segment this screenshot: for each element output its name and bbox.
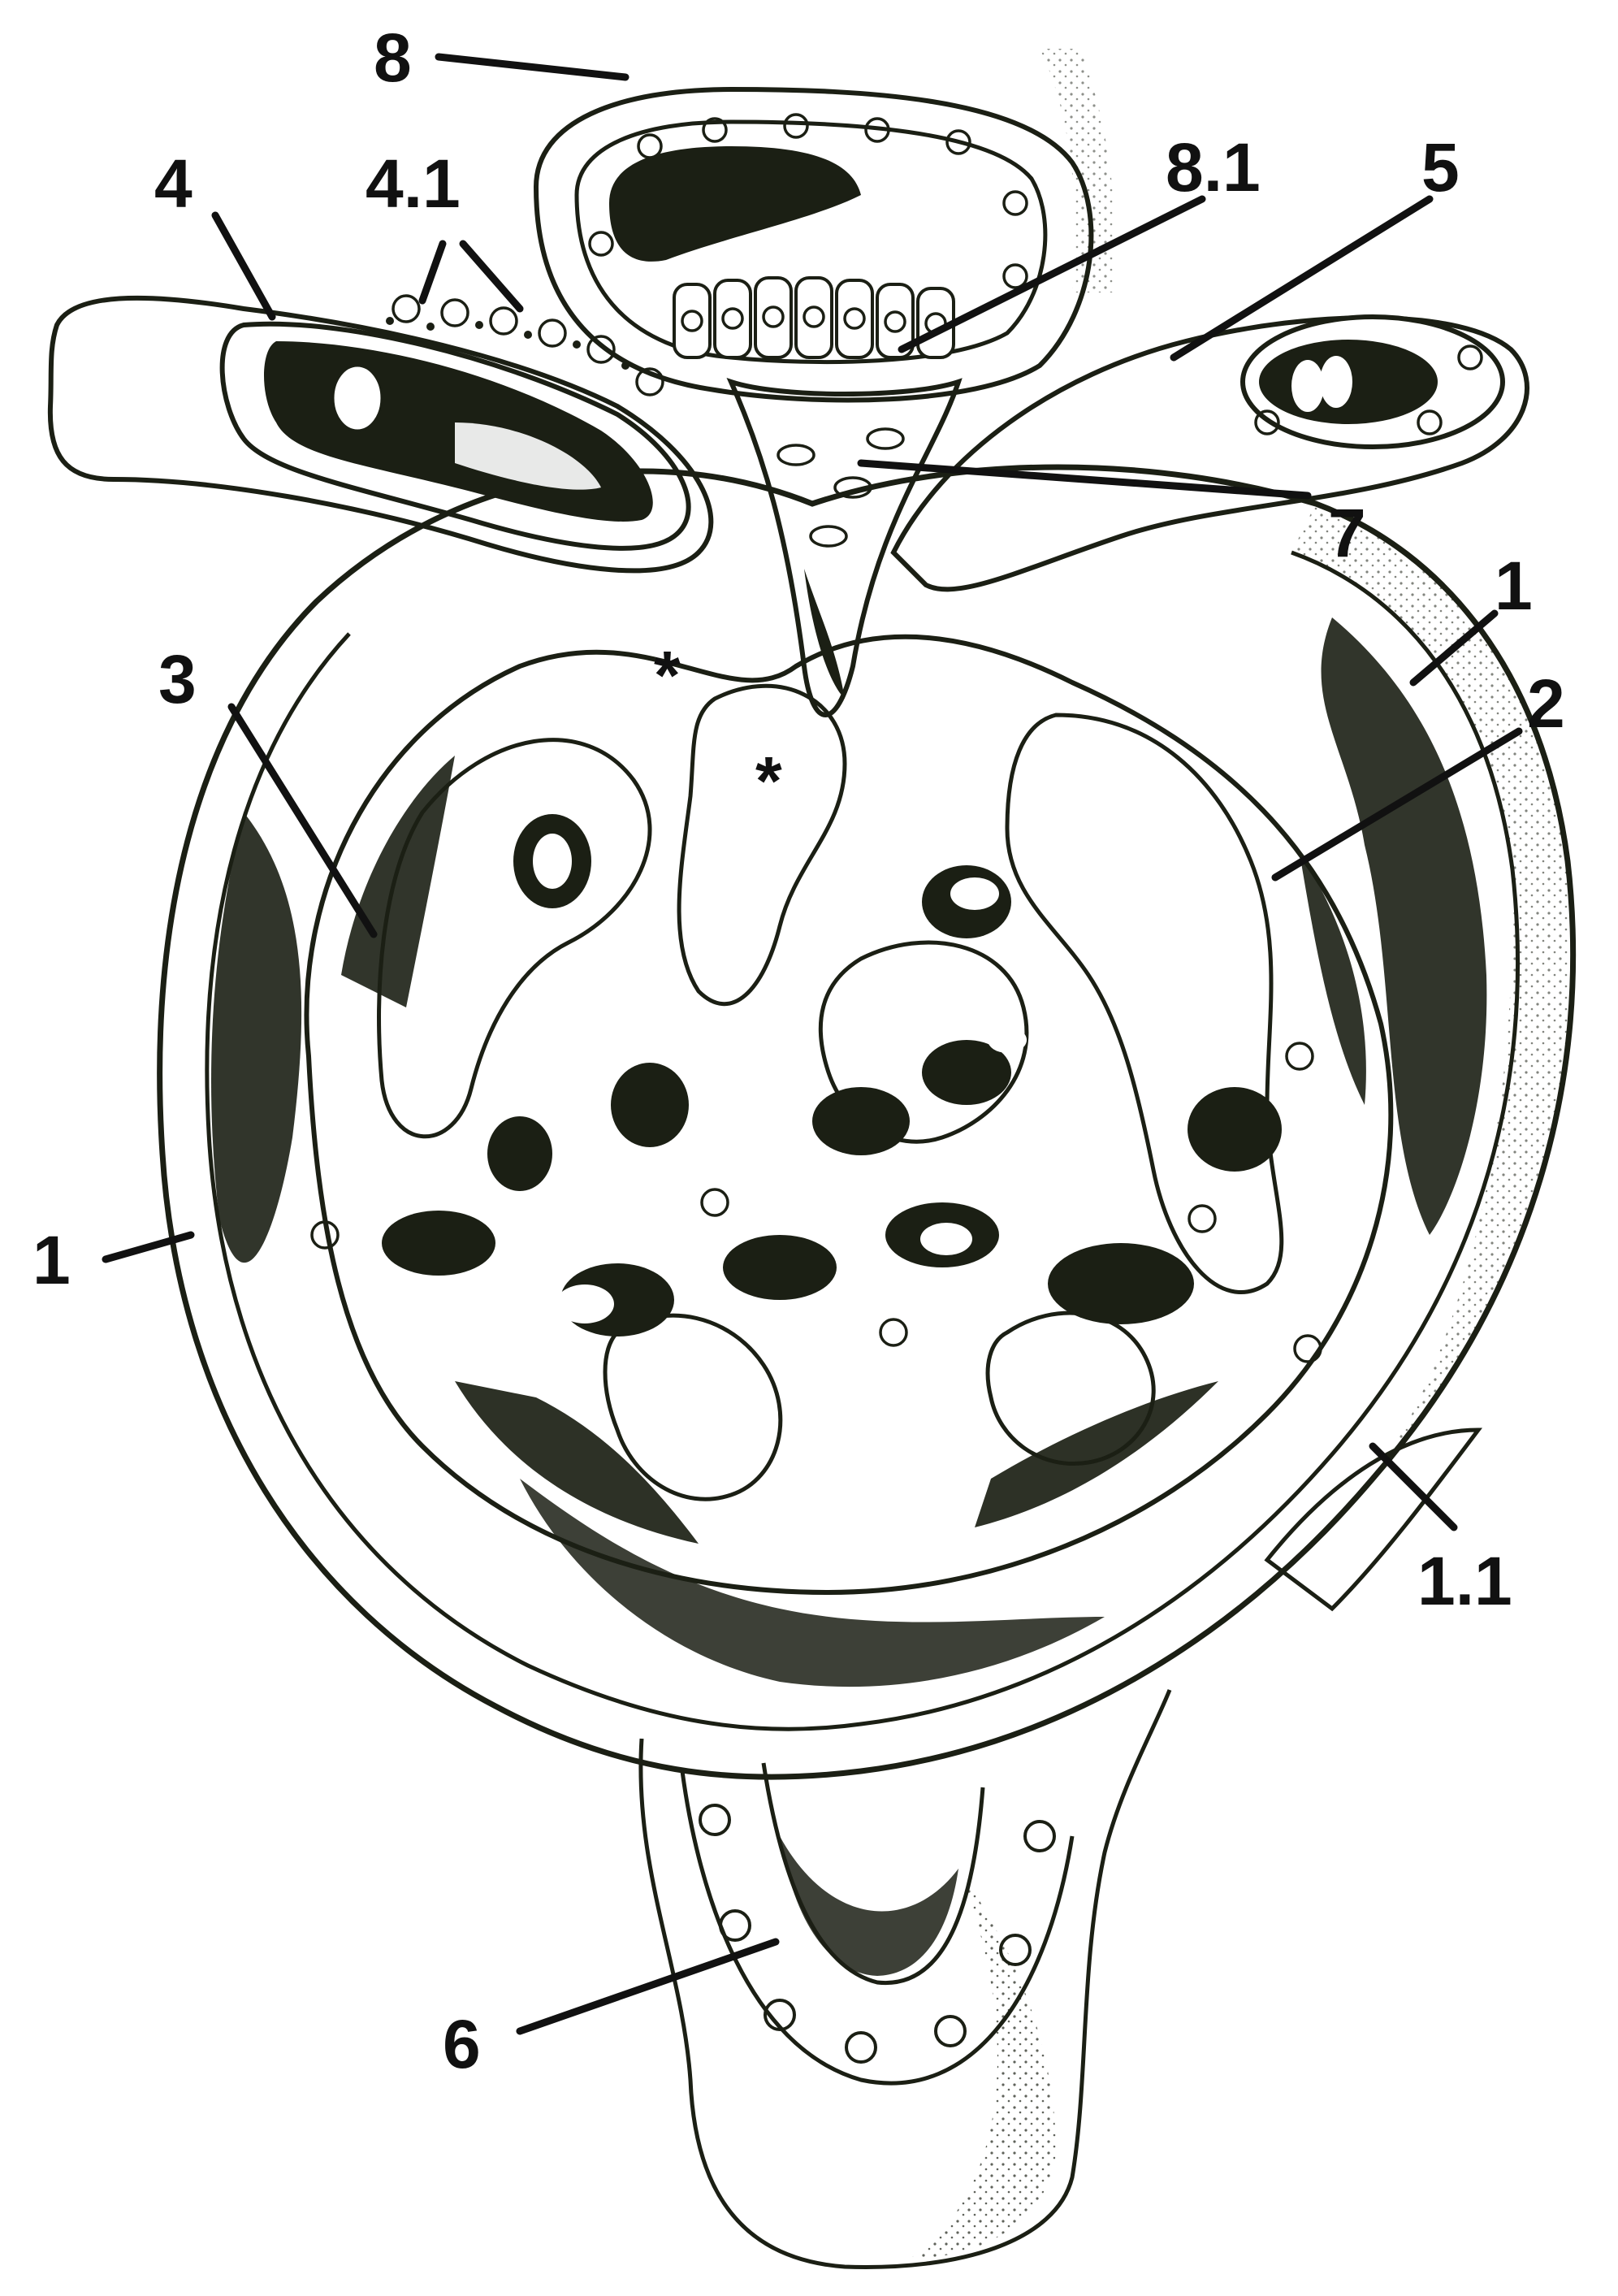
leader-line-7 bbox=[857, 459, 1312, 500]
label-8-1: 8.1 bbox=[1166, 129, 1261, 206]
leader-line-2 bbox=[1271, 727, 1523, 882]
marker-asterisks: * * bbox=[654, 637, 782, 819]
asterisk-marker-2: * bbox=[755, 743, 782, 819]
leader-line-6 bbox=[516, 1938, 780, 2035]
leader-line-1-right bbox=[1409, 609, 1499, 687]
leader-line-5 bbox=[1170, 195, 1434, 362]
label-6: 6 bbox=[443, 2006, 481, 2082]
label-1-right: 1 bbox=[1495, 548, 1533, 624]
label-5: 5 bbox=[1421, 129, 1460, 206]
leader-line-3 bbox=[227, 703, 378, 938]
leader-line-4 bbox=[211, 211, 276, 321]
label-3: 3 bbox=[158, 641, 197, 717]
label-1-left: 1 bbox=[32, 1222, 71, 1298]
capillary-tuft bbox=[304, 634, 1394, 1596]
leader-line-1-1 bbox=[1369, 1442, 1458, 1531]
leader-line-8 bbox=[435, 53, 629, 81]
distal-tubule bbox=[533, 49, 1115, 403]
leader-line-8-1 bbox=[898, 195, 1206, 353]
efferent-arteriole bbox=[890, 314, 1529, 592]
asterisk-marker-1: * bbox=[654, 637, 681, 713]
leader-line-1-left bbox=[102, 1231, 195, 1263]
bowman-capsule bbox=[157, 464, 1577, 1780]
label-4-1: 4.1 bbox=[366, 145, 461, 222]
label-8: 8 bbox=[374, 19, 412, 96]
leader-line-4-1a bbox=[418, 240, 447, 305]
urinary-pole-tubule bbox=[638, 1689, 1172, 2269]
extraglomerular-mesangium bbox=[726, 378, 963, 717]
figure-labels: 8 8.1 4 4.1 5 7 1 2 3 1 1.1 6 bbox=[32, 19, 1565, 2082]
leader-line-4-1b bbox=[459, 240, 524, 313]
label-1-1: 1.1 bbox=[1417, 1543, 1512, 1619]
label-4: 4 bbox=[154, 145, 193, 222]
label-7: 7 bbox=[1328, 495, 1366, 571]
afferent-arteriole bbox=[47, 294, 714, 574]
label-2: 2 bbox=[1527, 665, 1565, 742]
leader-lines bbox=[102, 53, 1523, 2035]
